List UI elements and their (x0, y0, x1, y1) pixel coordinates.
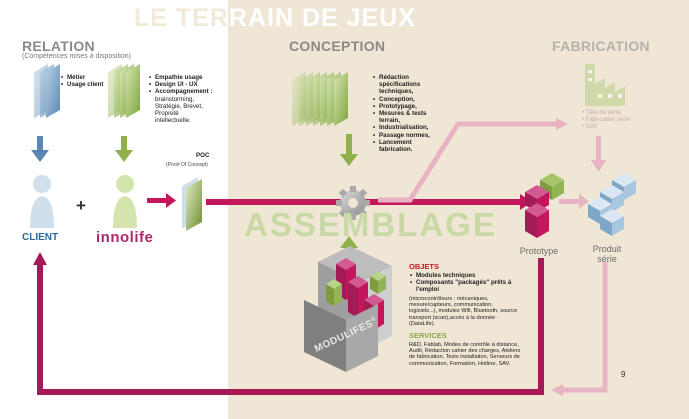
relation-list-1-item: Métier (61, 74, 104, 81)
assemblage-word: ASSEMBLAGE (244, 206, 497, 243)
relation-list-1: Métier Usage client (60, 74, 104, 89)
objets-block: OBJETS Modules techniques Composants "pa… (409, 262, 521, 367)
prototype-cubes-icon (525, 173, 564, 238)
relation-list-2-item: Accompagnement : (149, 88, 226, 95)
arrow-to-fabrication-icon (378, 118, 568, 203)
fabrication-title: FABRICATION (552, 38, 650, 54)
produit-return-arrow-icon (551, 262, 608, 396)
arrow-down-gear-icon (340, 134, 358, 166)
prototype-label: Prototype (519, 246, 559, 256)
relation-docs-blue-icon (34, 64, 60, 118)
page-title: LE TERRAIN DE JEUX (134, 4, 416, 32)
gear-icon (336, 186, 370, 220)
conception-item: Lancement fabrication. (373, 139, 430, 153)
produit-serie-label: Produit série (592, 244, 622, 264)
conception-item: Industrialisation, (373, 124, 430, 131)
relation-list-2-details: brainstorming, Stratégie, Brevet, Propre… (155, 95, 203, 125)
arrow-down-innolife-icon (115, 136, 133, 162)
produit-serie-cubes-icon (588, 173, 636, 236)
client-label: CLIENT (22, 232, 59, 243)
services-text: R&D, Fablab, Modes de contrôle à distanc… (409, 341, 521, 367)
innolife-logo: innolife (96, 229, 154, 246)
fabrication-list: • Tête de série, • Fabrication série • S… (582, 110, 630, 131)
conception-item: Conception, (373, 96, 430, 103)
plus-sign: + (76, 196, 86, 215)
fabrication-item: • SAV (582, 124, 598, 130)
poc-document-icon (182, 177, 202, 231)
arrow-prototype-to-produit-icon (559, 194, 589, 209)
relation-list-1-item: Usage client (61, 81, 104, 88)
arrow-down-produit-icon (591, 136, 606, 172)
arrow-down-client-icon (31, 136, 49, 162)
return-loop-arrow-icon (33, 252, 544, 395)
conception-title: CONCEPTION (289, 38, 386, 54)
page-number: 9 (621, 370, 626, 379)
objets-item: Modules techniques (410, 272, 521, 279)
factory-icon (585, 64, 625, 106)
innolife-person-icon (113, 175, 137, 228)
relation-docs-green-icon (108, 64, 140, 118)
relation-list-2: Empathie usage Design UI - UX Accompagne… (148, 74, 226, 124)
modulifes-box-icon (304, 246, 392, 372)
relation-list-2-item: Design UI - UX (149, 81, 226, 88)
conception-item: Rédaction spécifications techniques, (373, 74, 430, 96)
conception-item: Passage normes, (373, 132, 430, 139)
fabrication-item: • Fabrication série (582, 117, 631, 123)
services-title: SERVICES (409, 330, 447, 340)
relation-list-2-item: Empathie usage (149, 74, 226, 81)
objets-details: (microcontrôleurs : mécaniques, mesure/c… (409, 295, 518, 328)
relation-subtitle: (Compétences mises à disposition) (22, 53, 131, 60)
objets-item: Composants "packagés" prêts à l'emploi (410, 279, 521, 293)
conception-list: Rédaction spécifications techniques, Con… (372, 74, 430, 153)
relation-title: RELATION (22, 38, 95, 54)
poc-sublabel: (Proof Of Concept) (166, 162, 208, 168)
conception-item: Prototypage, (373, 103, 430, 110)
conception-docs-icon (292, 72, 348, 126)
arrow-to-poc-icon (147, 193, 176, 208)
poc-label: POC (196, 152, 210, 159)
conception-item: Mesures & tests terrain, (373, 110, 430, 124)
objets-title: OBJETS (409, 262, 440, 271)
fabrication-item: • Tête de série, (582, 110, 623, 116)
client-person-icon (30, 175, 54, 228)
